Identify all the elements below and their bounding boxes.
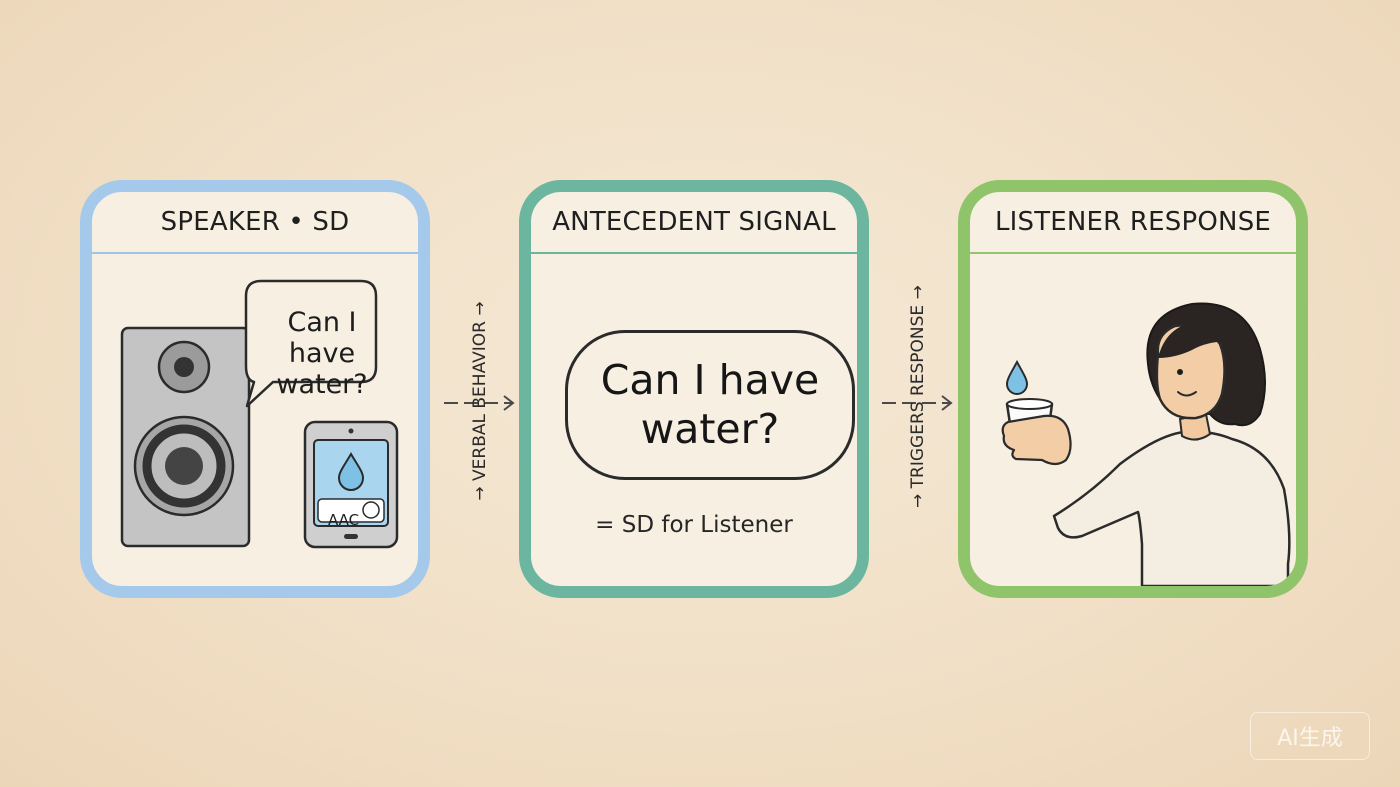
listener-illustration bbox=[1001, 302, 1291, 586]
ai-generated-watermark: AI生成 bbox=[1250, 712, 1370, 760]
antecedent-signal-bubble: Can I have water? bbox=[565, 330, 855, 480]
antecedent-panel: ANTECEDENT SIGNAL Can I have water? = SD… bbox=[519, 180, 869, 598]
speech-bubble bbox=[244, 279, 378, 408]
aac-label: AAC bbox=[328, 511, 360, 529]
speaker-illustration bbox=[120, 279, 399, 549]
person-hand bbox=[1001, 414, 1072, 466]
speaker-panel: SPEAKER • SD Can I have water? AAC bbox=[80, 180, 430, 598]
speaker-panel-title: SPEAKER • SD bbox=[92, 192, 418, 254]
aac-tablet-icon bbox=[303, 420, 399, 549]
antecedent-panel-title: ANTECEDENT SIGNAL bbox=[531, 192, 857, 254]
connector-arrow-2 bbox=[882, 395, 953, 411]
sd-for-listener-note: = SD for Listener bbox=[595, 512, 793, 538]
listener-panel: LISTENER RESPONSE bbox=[958, 180, 1308, 598]
person-body bbox=[1052, 430, 1291, 586]
speaker-bubble-text: Can I have water? bbox=[276, 307, 368, 401]
water-drop-icon bbox=[1005, 359, 1029, 395]
speaker-icon bbox=[120, 326, 251, 548]
listener-panel-title: LISTENER RESPONSE bbox=[970, 192, 1296, 254]
connector-label-verbal-behavior: → VERBAL BEHAVIOR → bbox=[470, 301, 490, 501]
connector-arrow-1 bbox=[444, 395, 515, 411]
connector-label-triggers-response: → TRIGGERS RESPONSE → bbox=[908, 285, 928, 508]
